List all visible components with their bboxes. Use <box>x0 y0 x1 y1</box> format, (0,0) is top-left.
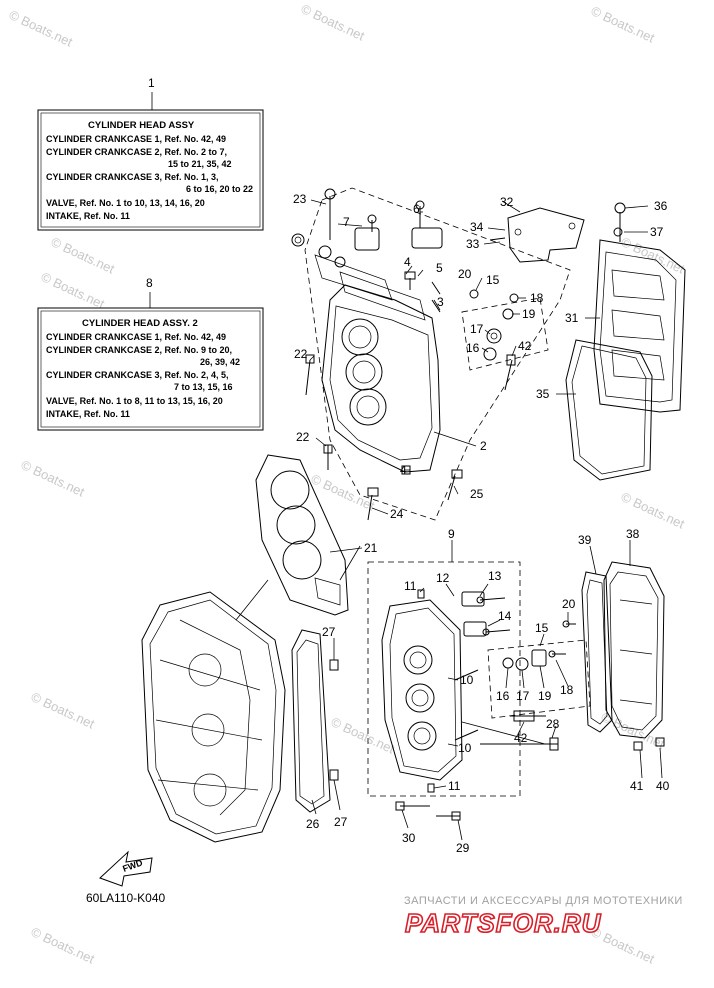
callout-20: 20 <box>458 267 472 281</box>
brand-stamp: ЗАПЧАСТИ И АКСЕССУАРЫ ДЛЯ МОТОТЕХНИКИ PA… <box>404 895 683 939</box>
callout-18: 18 <box>560 683 574 697</box>
callout-17: 17 <box>516 689 530 703</box>
callout-24: 24 <box>390 507 404 521</box>
head-gasket <box>255 454 349 616</box>
assembly-box-8: 8 CYLINDER HEAD ASSY. 2 CYLINDER CRANKCA… <box>37 276 264 431</box>
callout-16: 16 <box>496 689 510 703</box>
watermark: © Boats.net <box>329 714 397 757</box>
head-cover-upper <box>565 202 686 481</box>
callout-39: 39 <box>578 533 592 547</box>
callout-15: 15 <box>535 621 549 635</box>
box-title: CYLINDER HEAD ASSY. 2 <box>82 318 198 329</box>
callout-11: 11 <box>448 779 461 793</box>
box-line: 15 to 21, 35, 42 <box>168 159 232 169</box>
box-line: CYLINDER CRANKCASE 3, Ref. No. 2, 4, 5, <box>46 370 229 380</box>
box-line: CYLINDER CRANKCASE 2, Ref. No. 9 to 20, <box>46 345 232 355</box>
callout-16: 16 <box>466 341 480 355</box>
callout-33: 33 <box>466 237 480 251</box>
callout-19: 19 <box>538 689 552 703</box>
watermark: © Boats.net <box>299 1 367 44</box>
watermark: © Boats.net <box>589 3 657 46</box>
callout-32: 32 <box>500 195 514 209</box>
callout-9: 9 <box>448 527 455 541</box>
brand-subtitle: ЗАПЧАСТИ И АКСЕССУАРЫ ДЛЯ МОТОТЕХНИКИ <box>404 895 683 907</box>
box-line: 26, 39, 42 <box>200 357 240 367</box>
callout-25: 25 <box>470 487 484 501</box>
callout-4: 4 <box>400 463 407 477</box>
callout-27: 27 <box>334 815 348 829</box>
watermark: © Boats.net <box>29 689 97 732</box>
callout-26: 26 <box>306 817 320 831</box>
callout-10: 10 <box>460 673 474 687</box>
assembly-box-1: 1 CYLINDER HEAD ASSY CYLINDER CRANKCASE … <box>37 76 264 231</box>
callout-2: 2 <box>480 439 487 453</box>
box-line: VALVE, Ref. No. 1 to 8, 11 to 13, 15, 16… <box>46 396 223 406</box>
box-line: INTAKE, Ref. No. 11 <box>46 211 130 221</box>
callout-10: 10 <box>458 741 472 755</box>
callout-18: 18 <box>530 291 544 305</box>
callout-4: 4 <box>404 255 411 269</box>
callout-22: 22 <box>296 430 310 444</box>
callout-13: 13 <box>488 569 502 583</box>
watermark: © Boats.net <box>39 269 107 312</box>
box-line: CYLINDER CRANKCASE 3, Ref. No. 1, 3, <box>46 172 219 182</box>
callout-42: 42 <box>514 731 528 745</box>
box-title: CYLINDER HEAD ASSY <box>88 120 195 131</box>
callout-38: 38 <box>626 527 640 541</box>
callout-5: 5 <box>436 261 443 275</box>
callout-15: 15 <box>486 273 500 287</box>
watermark: © Boats.net <box>619 489 687 532</box>
callout-35: 35 <box>536 387 550 401</box>
callout-29: 29 <box>456 841 470 855</box>
box-line: VALVE, Ref. No. 1 to 10, 13, 14, 16, 20 <box>46 198 205 208</box>
callout-14: 14 <box>498 609 512 623</box>
callout-31: 31 <box>565 311 579 325</box>
head-cover-lower <box>581 561 665 751</box>
box-line: 6 to 16, 20 to 22 <box>186 184 253 194</box>
callout-1: 1 <box>148 76 155 90</box>
watermark: © Boats.net <box>19 457 87 500</box>
box-line: INTAKE, Ref. No. 11 <box>46 409 130 419</box>
callout-34: 34 <box>470 220 484 234</box>
callout-17: 17 <box>470 322 484 336</box>
callout-12: 12 <box>436 571 450 585</box>
fwd-arrow-icon: FWD <box>99 850 153 887</box>
watermark: © Boats.net <box>7 7 75 50</box>
box-line: CYLINDER CRANKCASE 1, Ref. No. 42, 49 <box>46 134 226 144</box>
callout-28: 28 <box>546 717 560 731</box>
callout-22: 22 <box>294 347 308 361</box>
watermark: © Boats.net <box>49 234 117 277</box>
callout-8: 8 <box>146 276 153 290</box>
callout-numbers: 23 7 6 32 34 33 36 37 4 5 3 20 15 18 19 … <box>293 192 670 855</box>
box-line: 7 to 13, 15, 16 <box>174 382 233 392</box>
lower-head-gasket <box>291 629 331 813</box>
diagram-code: 60LA110-K040 <box>86 891 166 905</box>
box-line: CYLINDER CRANKCASE 2, Ref. No. 2 to 7, <box>46 147 227 157</box>
brand-logo: PARTSFOR.RU <box>405 908 602 938</box>
watermark: © Boats.net <box>309 471 377 514</box>
cylinder-head-upper <box>291 187 585 521</box>
callout-11: 11 <box>404 579 417 593</box>
box-line: CYLINDER CRANKCASE 1, Ref. No. 42, 49 <box>46 332 226 342</box>
callout-41: 41 <box>630 779 644 793</box>
callout-37: 37 <box>650 225 664 239</box>
crankcase-block <box>141 591 286 843</box>
callout-6: 6 <box>413 202 420 216</box>
callout-3: 3 <box>437 295 444 309</box>
callout-23: 23 <box>293 192 307 206</box>
watermark: © Boats.net <box>29 924 97 967</box>
callout-27: 27 <box>322 625 336 639</box>
callout-42: 42 <box>518 339 532 353</box>
leader-lines <box>235 199 663 841</box>
callout-7: 7 <box>343 215 350 229</box>
callout-21: 21 <box>364 541 378 555</box>
callout-20: 20 <box>562 597 576 611</box>
callout-36: 36 <box>654 199 668 213</box>
callout-19: 19 <box>522 307 536 321</box>
callout-30: 30 <box>402 831 416 845</box>
callout-40: 40 <box>656 779 670 793</box>
